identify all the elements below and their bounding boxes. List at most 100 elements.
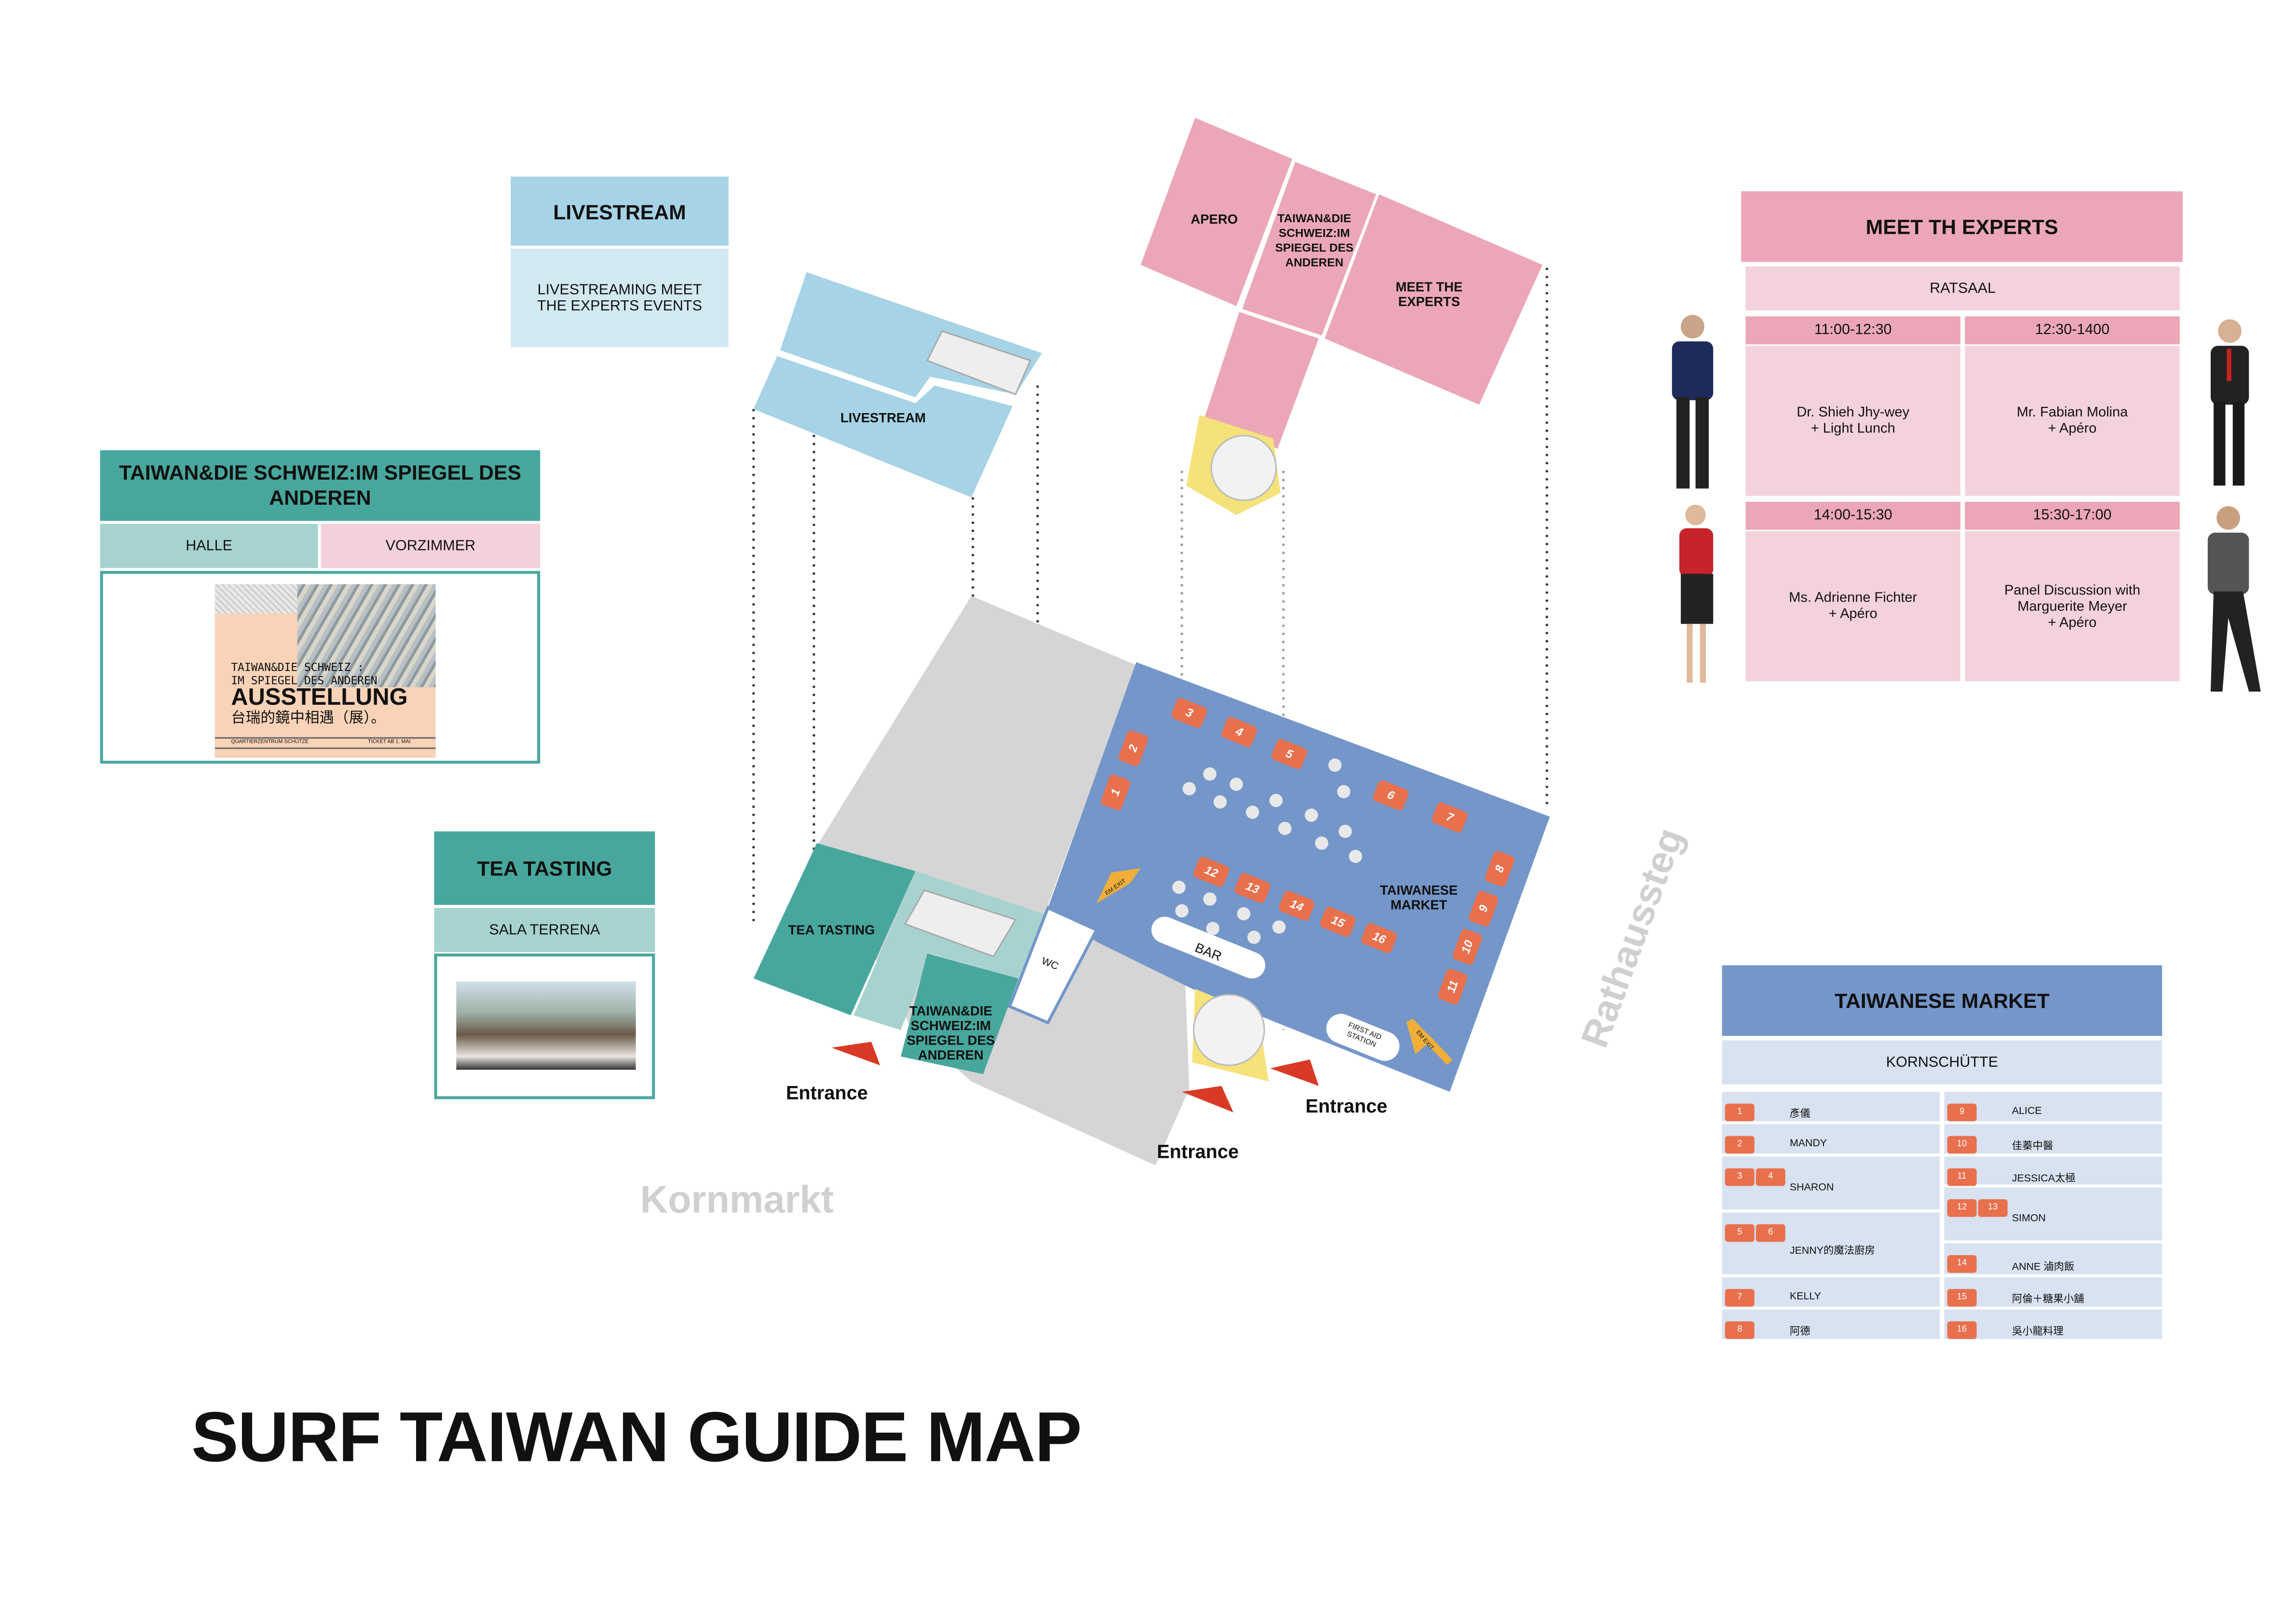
- vendor-name: 吳小龍料理: [2012, 1327, 2064, 1338]
- exhibition-header: TAIWAN&DIE SCHWEIZ:IM SPIEGEL DES ANDERE…: [100, 450, 540, 521]
- map-label-exhibition: TAIWAN&DIE SCHWEIZ:IM SPIEGEL DES ANDERE…: [906, 1003, 995, 1062]
- tea-photo: [456, 981, 636, 1070]
- booth-badges: 9: [1947, 1095, 1978, 1122]
- room-halle: HALLE: [100, 523, 318, 568]
- vendor-name: MANDY: [1789, 1139, 1827, 1150]
- booth-badge: 10: [1947, 1136, 1977, 1154]
- booth-badge: 6: [1756, 1224, 1785, 1242]
- poster-ticket: TICKET AB 1. MAI: [368, 738, 411, 745]
- session-time: 12:30-1400: [1965, 316, 2180, 345]
- map-image-taiwan: [215, 584, 297, 614]
- stairs-area: [853, 871, 1048, 1030]
- poster-venue: QUARTIERZENTRUM SCHÜTZE: [231, 738, 309, 745]
- session-desc: Panel Discussion with Marguerite Meyer +…: [1965, 531, 2180, 682]
- taiwan-room: [1242, 161, 1377, 335]
- map-label-tea: TEA TASTING: [788, 922, 875, 938]
- vendor-name: SHARON: [1789, 1183, 1834, 1194]
- booth-badges: 16: [1947, 1313, 1978, 1339]
- market-list-item: 15 阿倫＋糖果小舖: [1944, 1277, 2162, 1307]
- livestream-header: LIVESTREAM: [511, 176, 729, 246]
- entrance-markers: [831, 1042, 1319, 1113]
- booth-badge: 13: [1978, 1199, 2008, 1217]
- booth-badge: 9: [1947, 1103, 1977, 1122]
- session-time: 15:30-17:00: [1965, 501, 2180, 530]
- booth-badge: 2: [1725, 1136, 1755, 1154]
- vendor-name: 彥儀: [1789, 1109, 1810, 1120]
- exhibition-poster-frame: TAIWAN&DIE SCHWEIZ : IM SPIEGEL DES ANDE…: [100, 571, 540, 764]
- booth-badges: 1: [1725, 1095, 1756, 1122]
- map-image-swiss: [297, 584, 436, 687]
- corridor: [1204, 312, 1319, 449]
- booth-badge: 5: [1725, 1224, 1755, 1242]
- vendor-name: KELLY: [1789, 1292, 1821, 1302]
- apero-room: [1140, 118, 1293, 306]
- booth-badge: 12: [1947, 1199, 1977, 1217]
- booth-badges: 14: [1947, 1247, 1978, 1273]
- vendor-name: SIMON: [2012, 1214, 2046, 1224]
- exhibition-floor: [901, 953, 1019, 1074]
- vendor-name: 阿德: [1789, 1327, 1810, 1338]
- entrance-label: Entrance: [1157, 1140, 1239, 1163]
- session-time: 11:00-12:30: [1745, 316, 1961, 345]
- vendor-name: 阿倫＋糖果小舖: [2012, 1295, 2084, 1305]
- session-desc: Ms. Adrienne Fichter + Apéro: [1745, 531, 1961, 682]
- room-sala-terrena: SALA TERRENA: [434, 908, 655, 952]
- poster-line1: TAIWAN&DIE SCHWEIZ :: [231, 660, 364, 674]
- stairs-icon: [904, 330, 1031, 958]
- booth-badge: 16: [1947, 1321, 1977, 1339]
- poster-line3: AUSSTELLUNG: [231, 685, 408, 711]
- market-header: TAIWANESE MARKET: [1722, 965, 2162, 1036]
- poster-line2: IM SPIEGEL DES ANDEREN: [231, 674, 378, 687]
- booth-badge: 7: [1725, 1289, 1755, 1307]
- livestream-desc: LIVESTREAMING MEET THE EXPERTS EVENTS: [511, 248, 729, 348]
- tea-photo-frame: [434, 953, 655, 1100]
- market-list-item: 9 ALICE: [1944, 1092, 2162, 1122]
- vendor-name: 佳蓁中醫: [2012, 1141, 2053, 1153]
- em-exit-arrow: [1096, 868, 1141, 904]
- entrance-label: Entrance: [786, 1081, 868, 1104]
- market-list-item: 7 KELLY: [1722, 1277, 1940, 1307]
- booth-badge: 1: [1725, 1103, 1755, 1122]
- vendor-name: JENNY的魔法廚房: [1789, 1246, 1875, 1257]
- map-label-livestream: LIVESTREAM: [840, 410, 926, 426]
- vendor-name: ALICE: [2012, 1106, 2042, 1117]
- session-time: 14:00-15:30: [1745, 501, 1961, 530]
- tea-header: TEA TASTING: [434, 831, 655, 905]
- livestream-floor-lower: [753, 356, 1013, 497]
- vendor-name: ANNE 滷肉飯: [2012, 1261, 2075, 1272]
- map-label-apero: APERO: [1190, 212, 1238, 227]
- map-label-meet-experts: MEET THE EXPERTS: [1395, 279, 1463, 309]
- map-label-market: TAIWANESE MARKET: [1380, 883, 1458, 912]
- room-vorzimmer: VORZIMMER: [321, 523, 540, 568]
- room-kornschuette: KORNSCHÜTTE: [1722, 1040, 2162, 1085]
- spiral-stairs-icon: [1193, 994, 1265, 1066]
- market-list-item: 10 佳蓁中醫: [1944, 1124, 2162, 1154]
- poster-footer: QUARTIERZENTRUM SCHÜTZE TICKET AB 1. MAI: [215, 737, 436, 749]
- em-exit-arrow: [1406, 1019, 1453, 1065]
- booth-badge: 11: [1947, 1168, 1977, 1186]
- spiral-stairs-icon: [1210, 435, 1277, 501]
- entrance-label: Entrance: [1305, 1095, 1388, 1117]
- bar-counter: [1151, 916, 1266, 979]
- tables: [1172, 758, 1363, 944]
- vendor-name: JESSICA太極: [2012, 1173, 2076, 1184]
- booth-badges: 10: [1947, 1127, 1978, 1154]
- experts-header: MEET TH EXPERTS: [1741, 191, 2183, 262]
- market-list-item: 1 彥儀: [1722, 1092, 1940, 1122]
- poster-line4: 台瑞的鏡中相遇（展）。: [231, 711, 386, 727]
- market-list-item: 16 吳小龍料理: [1944, 1309, 2162, 1339]
- booth-badge: 15: [1947, 1289, 1977, 1307]
- room-ratsaal: RATSAAL: [1745, 266, 2180, 311]
- first-aid-station: [1326, 1014, 1400, 1061]
- booth-badges: 7: [1725, 1280, 1756, 1307]
- market-list-item: 2 MANDY: [1722, 1124, 1940, 1154]
- booth-badges: 2: [1725, 1127, 1756, 1154]
- market-list-item: 11 JESSICA太極: [1944, 1156, 2162, 1186]
- exhibition-poster: TAIWAN&DIE SCHWEIZ : IM SPIEGEL DES ANDE…: [215, 584, 436, 758]
